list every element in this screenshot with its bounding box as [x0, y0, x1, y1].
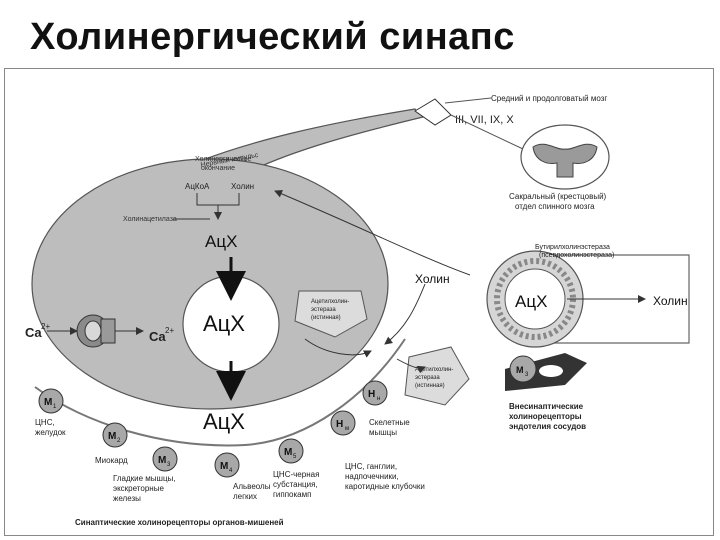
true-ache-1-line3: (истинная) [311, 315, 341, 321]
blood-vessel [486, 250, 690, 348]
acetyl-coa-label: АцКоА [185, 182, 210, 191]
sacral-label-1: Сакральный (крестцовый) [509, 192, 607, 201]
receptor-name: M [284, 447, 292, 458]
acetyltransferase-label: Холинацетилаза [123, 216, 177, 223]
sacral-label-2: отдел спинного мозга [515, 202, 595, 211]
true-ache-2-line3: (истинная) [415, 383, 445, 389]
receptor-target-label: желудок [35, 428, 66, 437]
receptor-subscript: м [345, 426, 349, 432]
receptor-subscript: 4 [229, 468, 233, 474]
butyryl-label-2: (псевдохолинэстераза) [539, 252, 614, 259]
ach-cleft-label: АцХ [203, 409, 245, 434]
ca-outside-label: Ca [25, 325, 42, 340]
receptor-target-label: ЦНС, ганглии, [345, 462, 397, 471]
ending-label-1: Холинергическое [195, 156, 252, 163]
receptor-target-label: субстанция, [273, 480, 318, 489]
receptor-subscript: 3 [167, 462, 171, 468]
postsynaptic-membrane [34, 338, 406, 447]
receptor-name: M [220, 461, 228, 472]
m3-vessel-label: M [516, 365, 524, 375]
receptor-target-label: экскреторные [113, 484, 164, 493]
receptor-name: M [158, 455, 166, 466]
receptor-target-label: гиппокамп [273, 490, 311, 499]
synapse-diagram: Ca 2+ Ca 2+ Нервный импульс Холинергичес… [25, 94, 690, 527]
choline-right-label: Холин [653, 294, 688, 308]
receptor-subscript: 5 [293, 454, 297, 460]
receptor-target-label: каротидные клубочки [345, 482, 425, 491]
true-ache-2-line2: эстераза [415, 375, 440, 381]
extrasyn-label-3: эндотелия сосудов [509, 422, 586, 431]
spinal-cord-section [520, 124, 610, 190]
receptor-circle [38, 388, 64, 414]
true-ache-1-line2: эстераза [311, 307, 336, 313]
receptor-name: H [336, 419, 343, 430]
true-ache-shape-1 [294, 290, 368, 338]
receptor-target-label: надпочечники, [345, 472, 399, 481]
receptor-target-label: железы [113, 494, 141, 503]
receptor-name: M [108, 431, 116, 442]
calcium-channel [76, 314, 116, 348]
bottom-caption: Синаптические холинорецепторы органов-ми… [75, 518, 284, 527]
ending-label-2: окончание [201, 165, 235, 172]
receptor-subscript: 1 [53, 404, 57, 410]
receptor-circle [152, 446, 178, 472]
receptor-target-label: Миокард [95, 456, 128, 465]
true-ache-shape-2 [404, 346, 470, 406]
cranial-nerves-label: III, VII, IX, X [455, 114, 514, 126]
page-title: Холинергический синапс [30, 16, 515, 58]
ach-label-1: АцХ [205, 232, 237, 251]
receptor-circle [214, 452, 240, 478]
receptor-target-label: ЦНС, [35, 418, 55, 427]
receptor-target-label: Альвеолы [233, 482, 271, 491]
ca-inside-sup: 2+ [165, 326, 174, 335]
receptor-subscript: н [377, 396, 380, 402]
extrasyn-label-1: Внесинаптические [509, 402, 584, 411]
receptor-circle [102, 422, 128, 448]
receptor-target-label: Гладкие мышцы, [113, 474, 176, 483]
butyryl-label-1: Бутирилхолинэстераза [535, 244, 610, 251]
receptor-circle [278, 438, 304, 464]
receptor-target-label: мышцы [369, 428, 397, 437]
vessel-m3-receptor [505, 353, 587, 391]
receptor-name: M [44, 397, 52, 408]
receptor-subscript: 2 [117, 438, 121, 444]
extrasyn-label-2: холинорецепторы [509, 412, 582, 421]
receptor-target-label: Скелетные [369, 418, 410, 427]
receptor-target-label: ЦНС-черная [273, 470, 319, 479]
true-ache-1-line1: Ацетилхолин- [311, 299, 349, 305]
receptor-circle [362, 380, 388, 406]
choline-mid-label: Холин [415, 272, 450, 286]
receptor-circle [330, 410, 356, 436]
diagram-frame: Ca 2+ Ca 2+ Нервный импульс Холинергичес… [4, 68, 714, 536]
ca-inside-label: Ca [149, 329, 166, 344]
brain-top-label: Средний и продолговатый мозг [491, 94, 607, 103]
ca-outside-sup: 2+ [41, 322, 50, 331]
choline-top-label: Холин [231, 182, 254, 191]
receptor-name: H [368, 389, 375, 400]
m3-vessel-sub: 3 [525, 372, 529, 378]
ach-vessel-label: АцХ [515, 292, 547, 311]
true-ache-2-line1: Ацетилхолин- [415, 367, 453, 373]
receptor-target-label: легких [233, 492, 257, 501]
ach-vesicle-label: АцХ [203, 311, 245, 336]
